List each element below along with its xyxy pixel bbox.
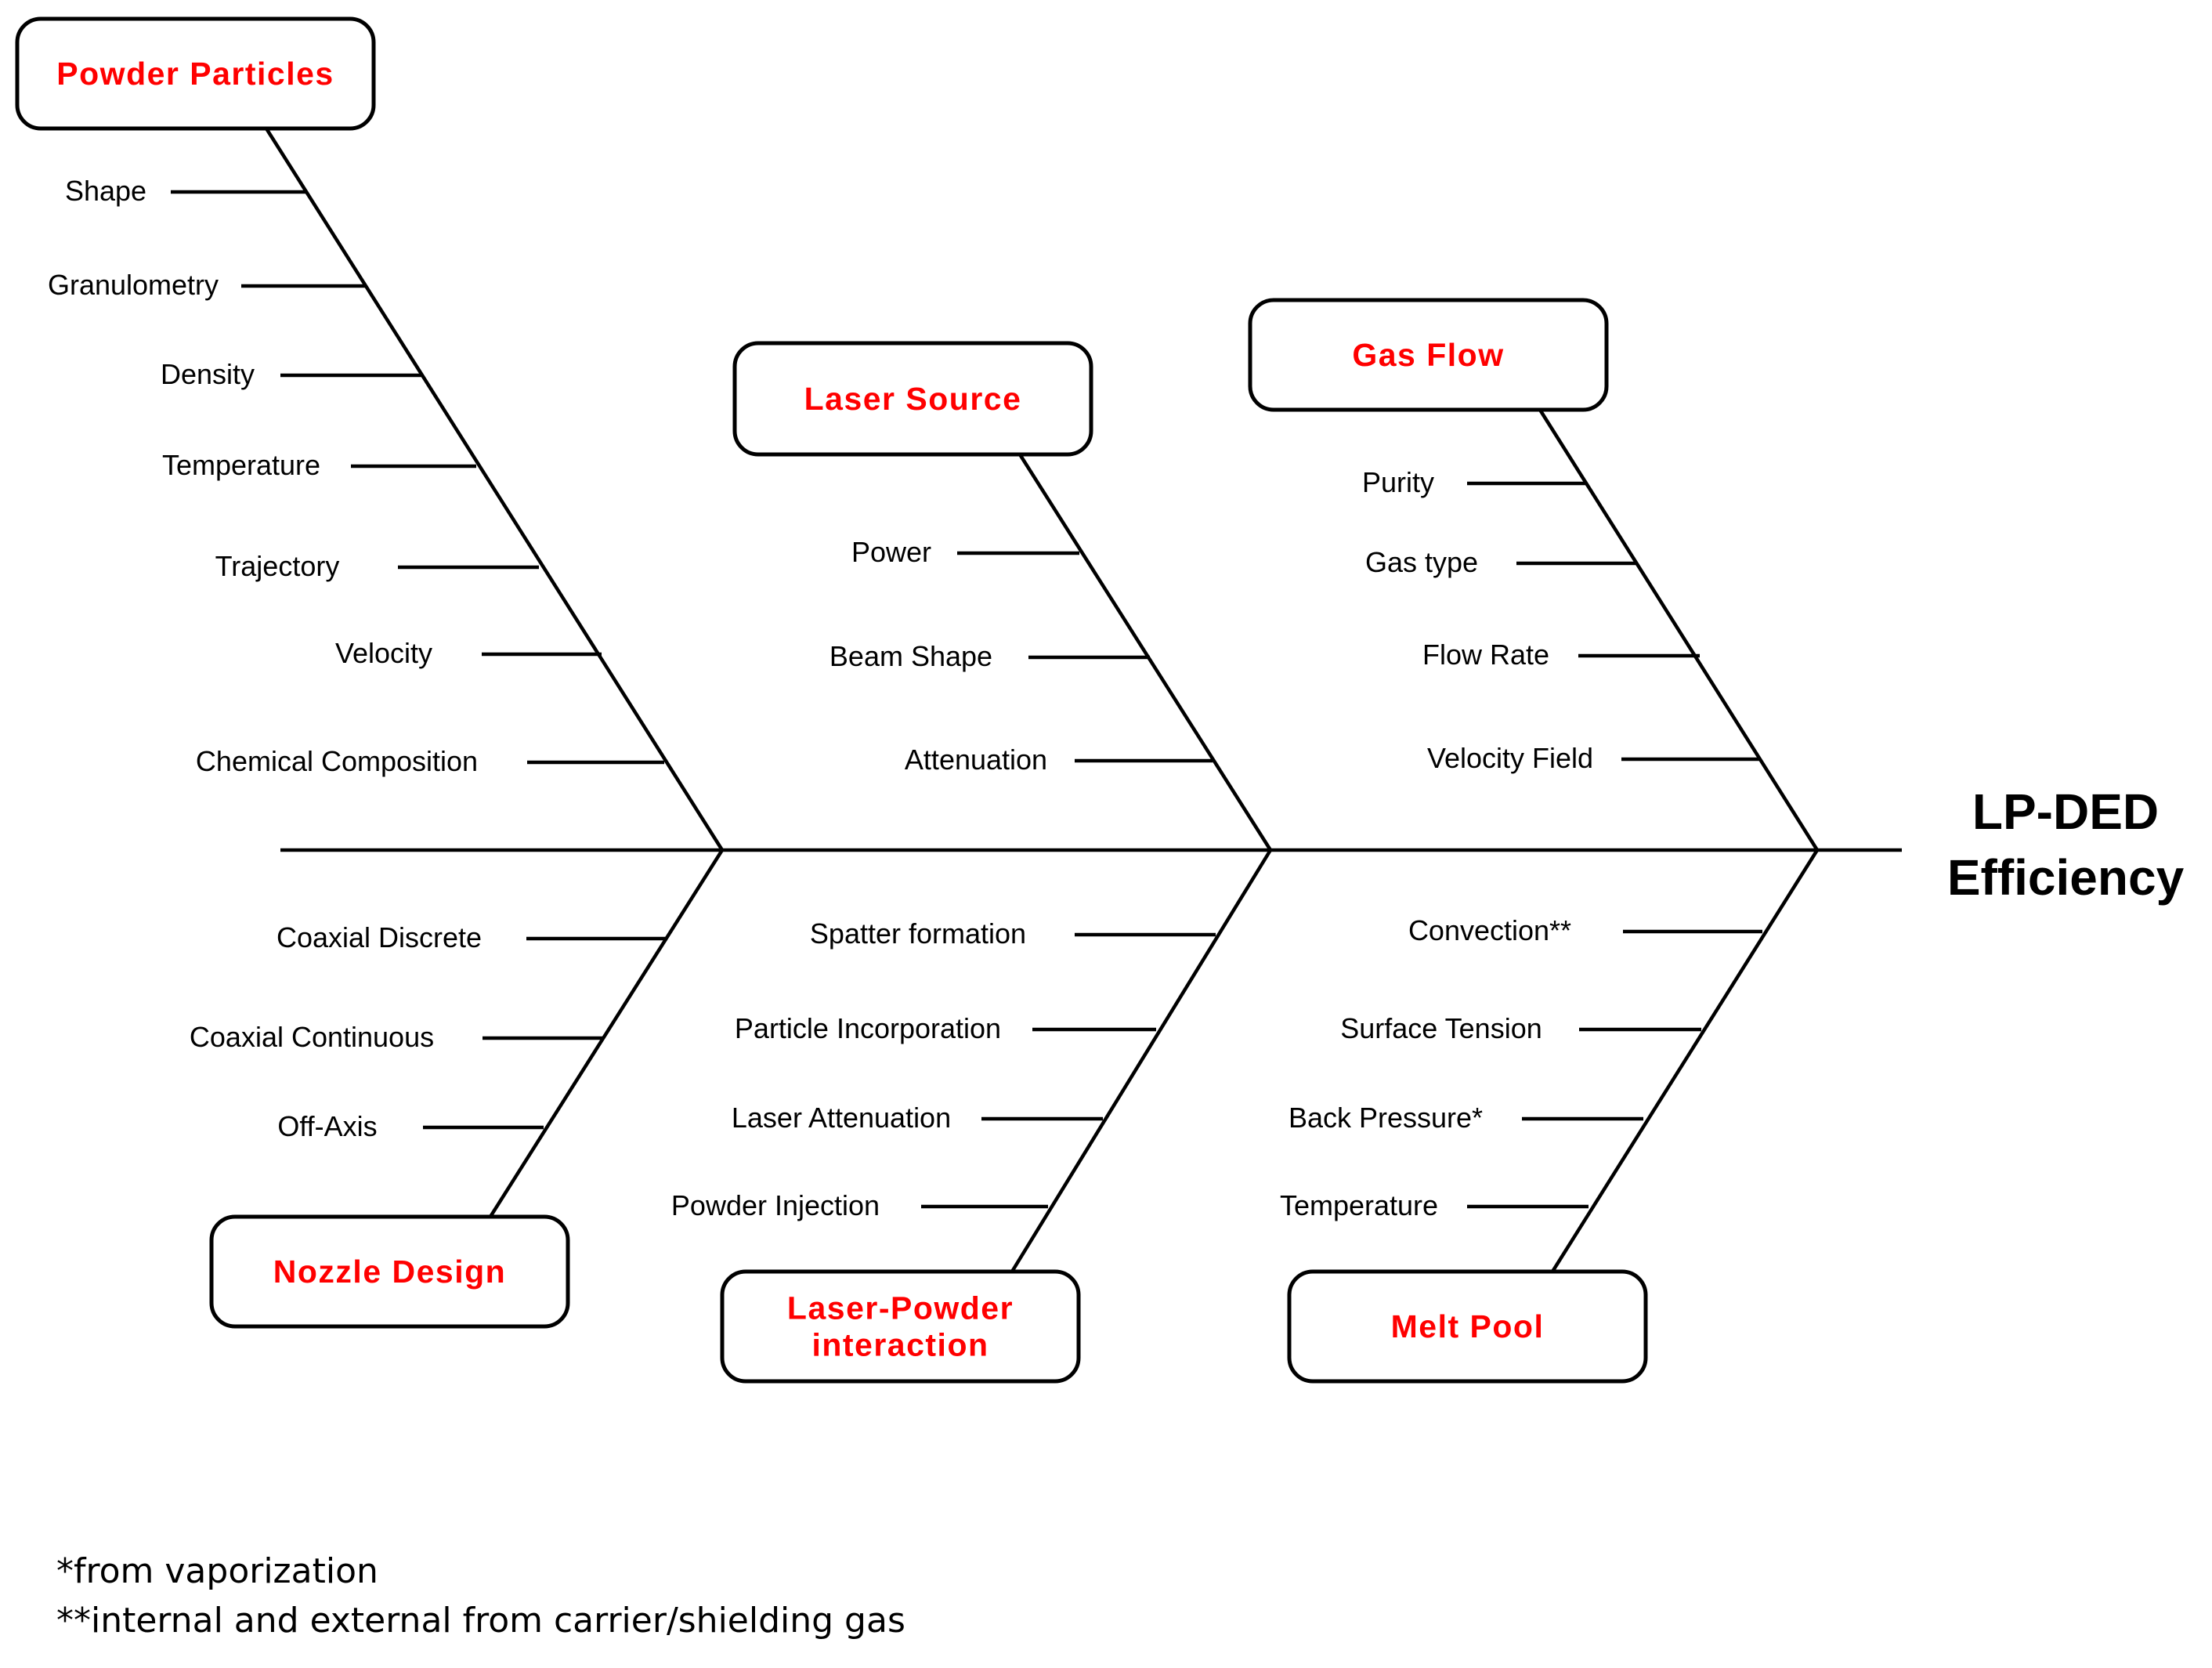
cause-velocity: Velocity [335, 637, 432, 669]
category-label-gas-flow: Gas Flow [1352, 337, 1504, 373]
cause-velocity-field: Velocity Field [1427, 742, 1593, 774]
cause-surface-tension: Surface Tension [1340, 1012, 1542, 1044]
cause-chemical-composition: Chemical Composition [196, 745, 478, 777]
cause-laser-attenuation: Laser Attenuation [732, 1102, 951, 1134]
cause-trajectory: Trajectory [215, 550, 340, 582]
bone-melt-pool [1551, 848, 1819, 1273]
category-box-laser-powder-interaction [720, 1269, 1081, 1384]
cause-granulometry: Granulometry [48, 269, 219, 301]
cause-shape: Shape [65, 175, 146, 207]
cause-purity: Purity [1362, 466, 1434, 498]
cause-attenuation: Attenuation [905, 744, 1047, 776]
category-label-laser-powder-interaction: interaction [811, 1327, 989, 1363]
cause-temperature: Temperature [1280, 1189, 1438, 1221]
cause-coaxial-discrete: Coaxial Discrete [276, 921, 482, 953]
cause-particle-incorporation: Particle Incorporation [735, 1012, 1001, 1044]
bone-nozzle-design [489, 848, 724, 1218]
bone-laser-powder-interaction [1010, 848, 1272, 1273]
category-box-powder-particles [15, 16, 376, 131]
cause-off-axis: Off-Axis [277, 1110, 377, 1142]
cause-coaxial-continuous: Coaxial Continuous [190, 1021, 434, 1053]
cause-spatter-formation: Spatter formation [810, 917, 1026, 950]
cause-powder-injection: Powder Injection [671, 1189, 880, 1221]
category-label-laser-powder-interaction: Laser-Powder [787, 1290, 1014, 1326]
cause-gas-type: Gas type [1365, 546, 1478, 578]
category-label-nozzle-design: Nozzle Design [273, 1254, 506, 1290]
bone-gas-flow [1538, 408, 1819, 852]
footnote-vaporization: *from vaporization [56, 1551, 378, 1591]
footnote-gas: **internal and external from carrier/shi… [56, 1601, 905, 1641]
category-label-laser-source: Laser Source [804, 381, 1022, 417]
cause-density: Density [161, 358, 255, 390]
effect-label: LP-DED [1972, 783, 2159, 840]
category-box-nozzle-design [209, 1214, 570, 1329]
cause-flow-rate: Flow Rate [1422, 639, 1549, 671]
category-box-laser-source [732, 341, 1093, 457]
category-label-powder-particles: Powder Particles [56, 56, 334, 92]
effect-label: Efficiency [1947, 849, 2185, 906]
cause-power: Power [851, 536, 931, 568]
category-box-gas-flow [1248, 298, 1609, 412]
category-label-melt-pool: Melt Pool [1391, 1308, 1545, 1344]
bone-laser-source [1018, 453, 1272, 852]
cause-beam-shape: Beam Shape [830, 640, 992, 672]
category-box-melt-pool [1287, 1269, 1648, 1384]
bone-powder-particles [265, 127, 724, 852]
cause-convection: Convection** [1408, 914, 1571, 946]
cause-temperature: Temperature [162, 449, 320, 481]
cause-back-pressure: Back Pressure* [1289, 1102, 1483, 1134]
